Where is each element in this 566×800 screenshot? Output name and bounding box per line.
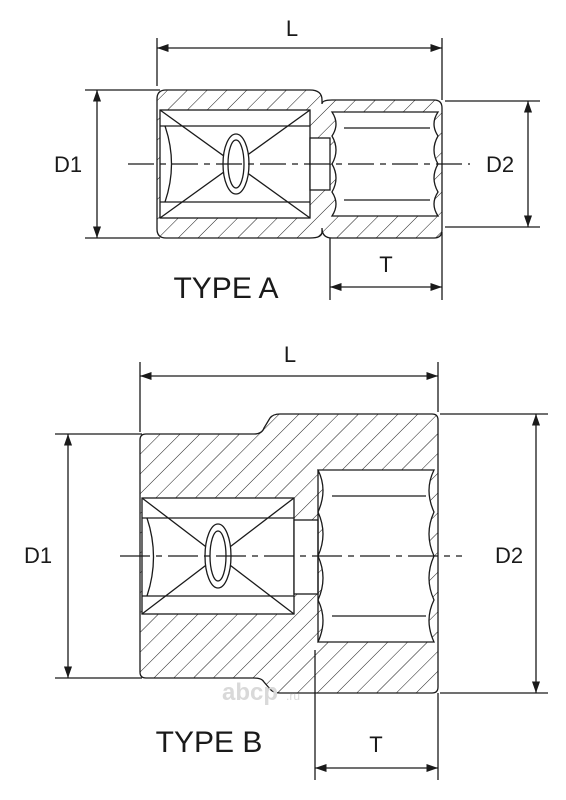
type-a-drawing: [85, 38, 540, 300]
type-b-l-label: L: [284, 342, 296, 367]
watermark-domain: .ru: [286, 689, 300, 703]
type-b-neck: [293, 519, 319, 595]
type-b-d2-label: D2: [495, 543, 523, 568]
type-a-title: TYPE A: [173, 272, 278, 305]
type-b-drawing: [55, 362, 548, 780]
type-a-t-label: T: [379, 252, 392, 277]
type-b-d1-label: D1: [24, 543, 52, 568]
type-a-d2-label: D2: [486, 152, 514, 177]
type-b-title: TYPE B: [156, 726, 263, 759]
type-a-d1-label: D1: [54, 152, 82, 177]
watermark-brand: abcp: [222, 679, 278, 706]
type-a-l-label: L: [286, 16, 298, 41]
type-b-t-label: T: [369, 732, 382, 757]
